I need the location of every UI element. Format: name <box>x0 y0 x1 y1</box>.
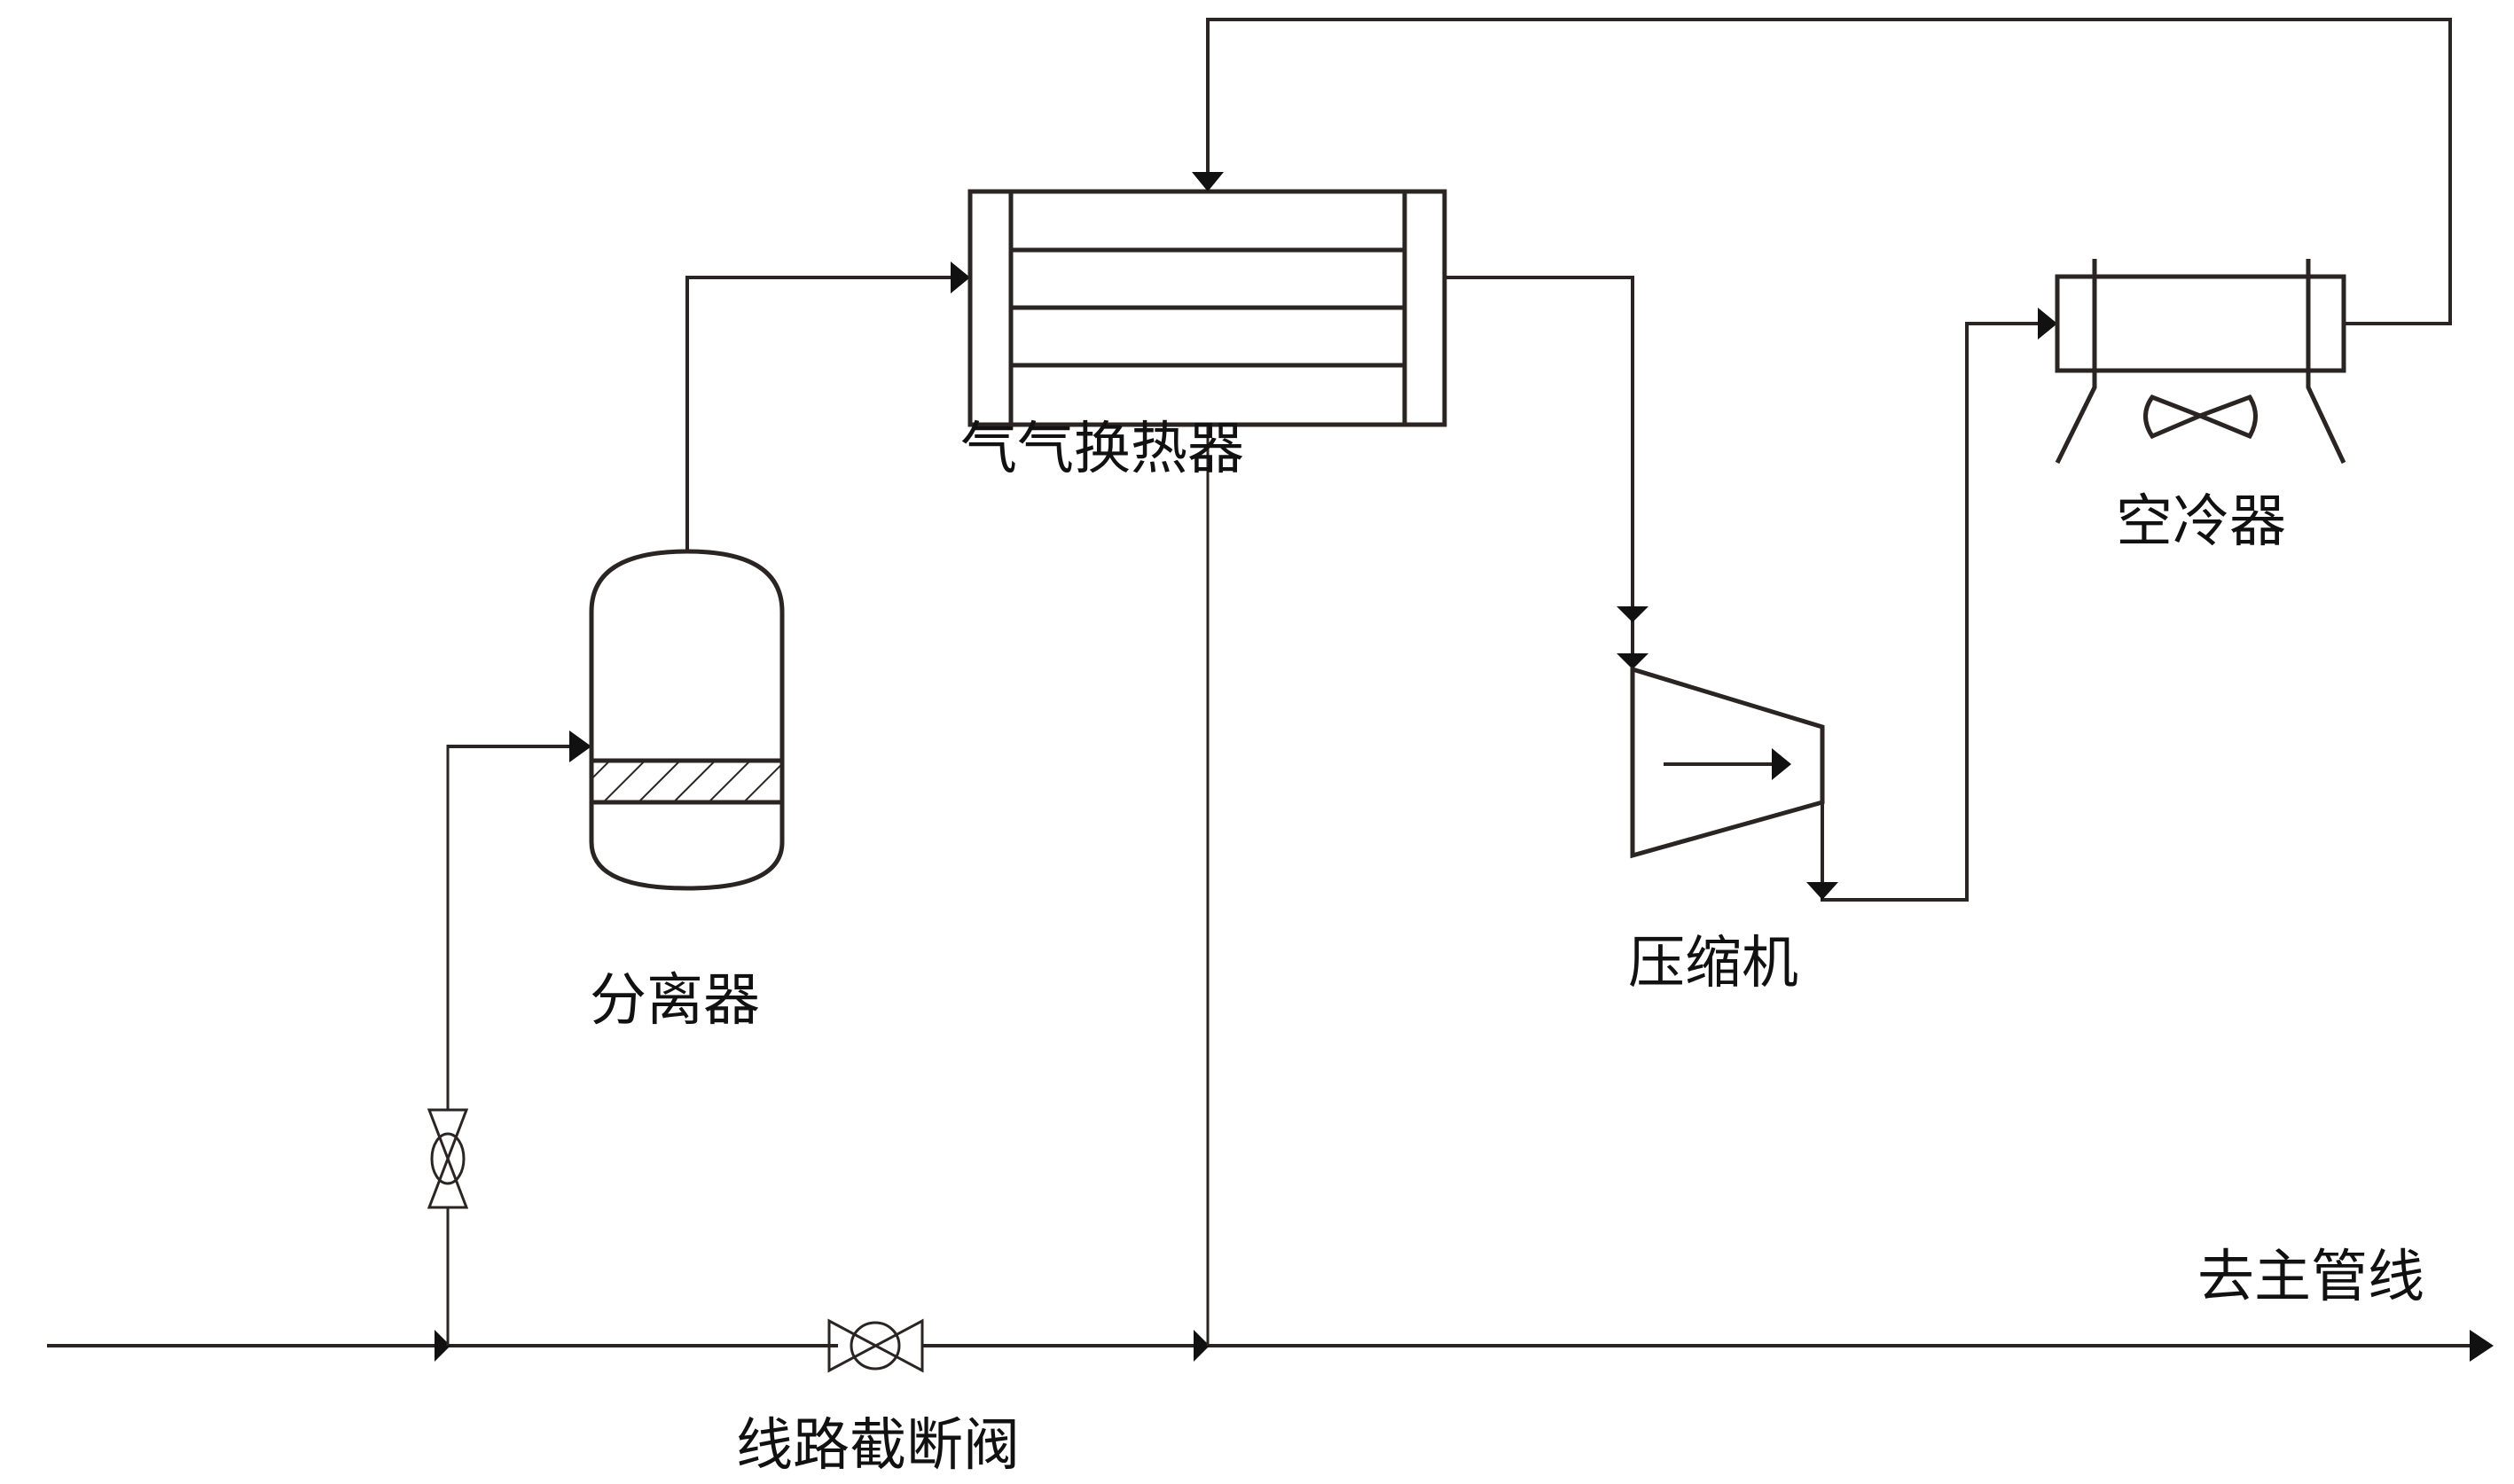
hx-inlet-arrow <box>951 262 970 293</box>
pipe-compressor-to-aircooler <box>1821 322 2040 902</box>
air-cooler-label: 空冷器 <box>2116 489 2286 555</box>
compressor-arrow-1 <box>1617 606 1649 622</box>
branch-valve-icon[interactable] <box>427 1108 469 1209</box>
heat-exchanger[interactable] <box>967 189 1447 427</box>
line-block-valve-icon[interactable] <box>827 1318 924 1373</box>
compressor-arrow-2 <box>1617 653 1649 669</box>
pipe-aircooler-to-hx <box>1206 18 2452 325</box>
heat-exchanger-label: 气气换热器 <box>960 417 1244 482</box>
pipe-separator-to-hx <box>685 276 953 551</box>
separator-label: 分离器 <box>590 968 760 1034</box>
hx-shell-inlet-arrow <box>1192 172 1224 191</box>
main-pipeline-outlet-arrow <box>2470 1330 2494 1362</box>
aircooler-inlet-arrow <box>2038 308 2057 340</box>
compressor[interactable] <box>1630 666 1825 859</box>
compressor-label: 压缩机 <box>1628 931 1798 996</box>
pipe-hx-to-compressor <box>1445 276 1634 669</box>
fan-icon <box>2143 394 2258 440</box>
separator-vessel[interactable] <box>589 549 785 891</box>
flow-arrow-main-2 <box>1194 1330 1210 1362</box>
air-cooler[interactable] <box>2055 259 2346 465</box>
line-block-valve-label: 线路截断阀 <box>736 1413 1020 1479</box>
to-main-pipeline-label: 去主管线 <box>2197 1245 2424 1310</box>
flow-arrow-main-1 <box>435 1330 450 1362</box>
compressor-outlet-arrow <box>1806 882 1838 900</box>
separator-inlet-arrow <box>569 730 591 762</box>
